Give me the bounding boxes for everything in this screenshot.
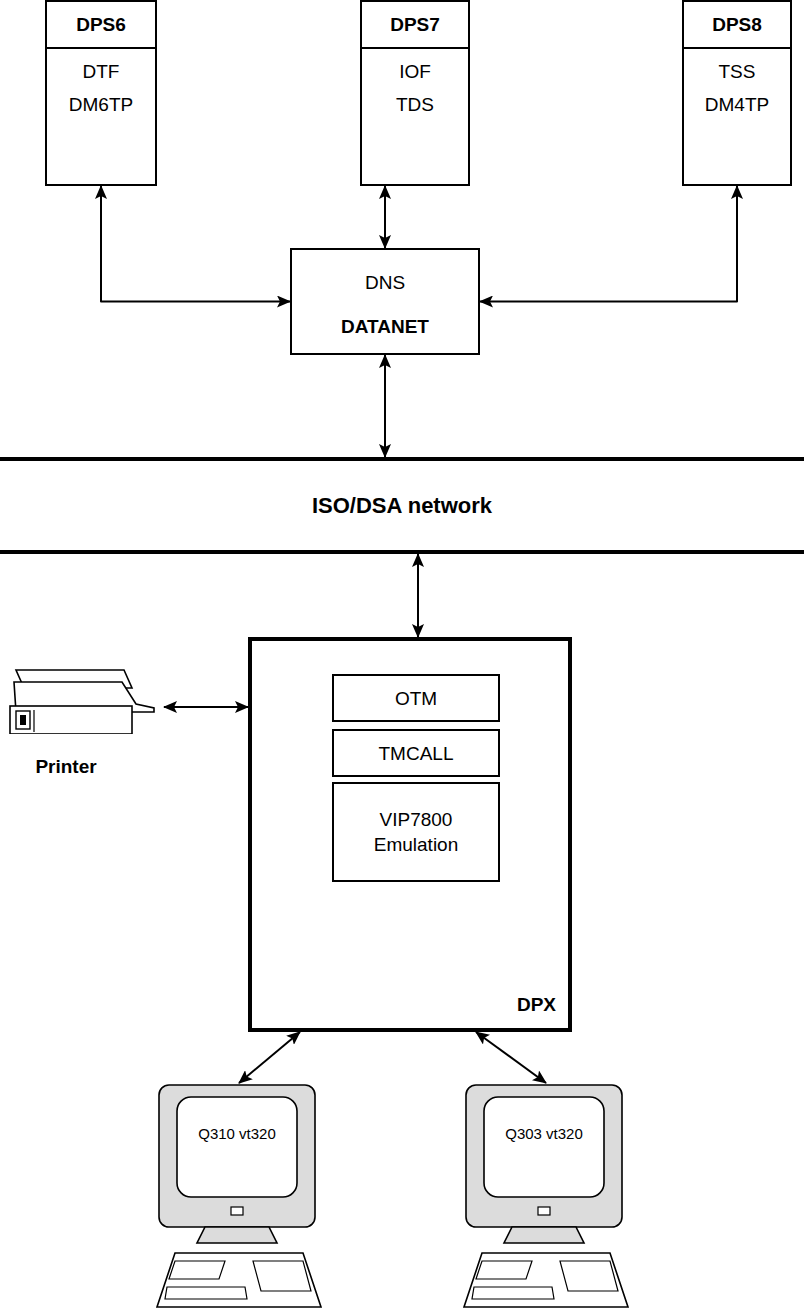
node-label: OTM — [395, 686, 437, 711]
node-label: DTF DM6TP — [47, 49, 155, 127]
network-processor-box: DNS DATANET — [290, 248, 480, 355]
connector-arrow — [476, 1032, 546, 1083]
software-box: OTM — [332, 674, 500, 722]
connector-arrow — [101, 186, 290, 302]
node-label: Q303 vt320 — [494, 1121, 594, 1147]
host-box: DPS8TSS DM4TP — [682, 0, 792, 186]
node-label: DPS8 — [684, 2, 790, 49]
node-label: TSS DM4TP — [684, 49, 790, 127]
host-box: DPS7IOF TDS — [360, 0, 470, 186]
node-label: DPS7 — [362, 2, 468, 49]
network-band: ISO/DSA network — [0, 457, 804, 554]
dpx-box: DPX OTM TMCALL VIP7800 Emulation — [248, 637, 572, 1032]
terminal-icon — [153, 1083, 325, 1311]
printer: Printer — [4, 664, 164, 786]
host-box: DPS6DTF DM6TP — [45, 0, 157, 186]
terminal: Q310 vt320 — [153, 1083, 325, 1311]
software-box: TMCALL — [332, 729, 500, 777]
connector-arrow — [384, 186, 386, 248]
connector-arrow — [417, 554, 419, 637]
node-label: ISO/DSA network — [312, 493, 492, 519]
software-box: VIP7800 Emulation — [332, 782, 500, 882]
connector-arrow — [164, 706, 248, 708]
node-label: Q310 vt320 — [187, 1121, 287, 1147]
node-label: VIP7800 Emulation — [340, 807, 492, 857]
node-label: Printer — [4, 756, 128, 778]
terminal: Q303 vt320 — [460, 1083, 632, 1311]
node-label: DPX — [517, 994, 556, 1016]
connector-arrow — [239, 1032, 300, 1083]
connector-arrow — [480, 186, 737, 302]
node-label: TMCALL — [379, 741, 454, 766]
connector-arrow — [384, 355, 386, 457]
node-label: DATANET — [292, 316, 478, 338]
node-label: DPS6 — [47, 2, 155, 49]
node-label: DNS — [292, 272, 478, 294]
terminal-icon — [460, 1083, 632, 1311]
node-label: IOF TDS — [362, 49, 468, 127]
printer-icon — [4, 664, 164, 734]
